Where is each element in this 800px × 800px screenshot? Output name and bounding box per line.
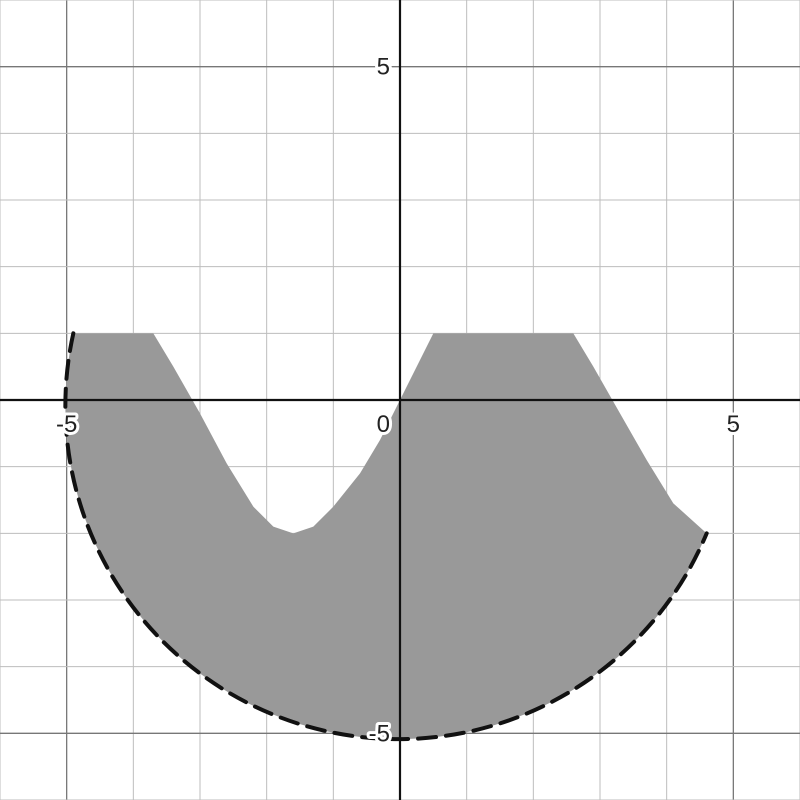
- x-tick-label-halo: -5: [56, 411, 77, 438]
- x-tick-label-halo: 0: [377, 411, 390, 438]
- shaded-region: [65, 333, 707, 740]
- x-tick-label: 0: [377, 411, 390, 438]
- x-tick-label-halo: 5: [727, 411, 740, 438]
- y-tick-label-halo: 5: [377, 54, 390, 81]
- x-tick-label: 5: [727, 411, 740, 438]
- x-tick-label: -5: [56, 411, 77, 438]
- y-tick-label: 5: [377, 54, 390, 81]
- y-tick-label-halo: -5: [369, 720, 390, 747]
- dashed-circle-boundary: [63, 331, 709, 742]
- y-tick-label: -5: [369, 720, 390, 747]
